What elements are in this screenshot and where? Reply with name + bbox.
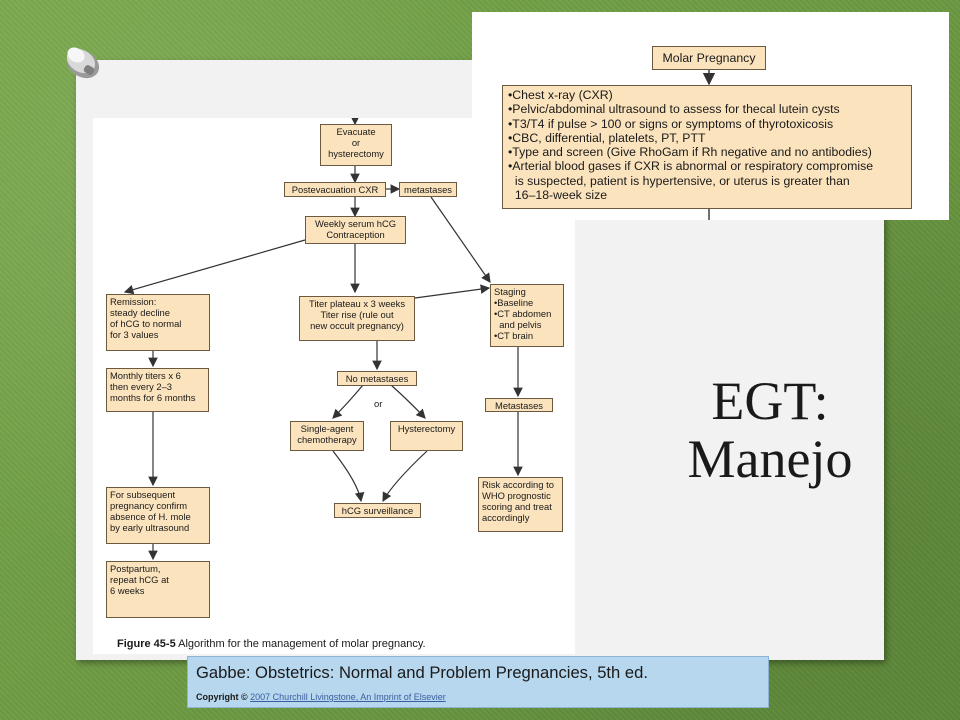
figure-label: Figure 45-5 (117, 638, 176, 650)
weekly-hcg-box: Weekly serum hCG Contraception (305, 216, 406, 244)
risk-who-box: Risk according to WHO prognostic scoring… (478, 477, 563, 532)
slide-title: EGT: Manejo (660, 372, 880, 488)
monthly-titers-box: Monthly titers x 6 then every 2–3 months… (106, 368, 209, 412)
staging-box: Staging •Baseline •CT abdomen and pelvis… (490, 284, 564, 347)
citation-title: Gabbe: Obstetrics: Normal and Problem Pr… (196, 663, 648, 682)
copyright-label: Copyright © (196, 692, 248, 702)
inset-connectors (702, 70, 716, 220)
figure-caption-text: Algorithm for the management of molar pr… (178, 638, 426, 650)
hcg-surveillance-box: hCG surveillance (334, 503, 421, 518)
citation-copyright: Copyright © 2007 Churchill Livingstone, … (196, 692, 446, 702)
metastases-top-box: metastases (399, 182, 457, 197)
remission-box: Remission: steady decline of hCG to norm… (106, 294, 210, 351)
evacuate-box: Evacuate or hysterectomy (320, 124, 392, 166)
pushpin-icon (66, 47, 100, 79)
postpartum-box: Postpartum, repeat hCG at 6 weeks (106, 561, 210, 618)
flowchart-connectors (123, 118, 523, 561)
or-label: or (374, 398, 383, 409)
titer-plateau-box: Titer plateau x 3 weeks Titer rise (rule… (299, 296, 415, 341)
initial-workup-box: •Chest x-ray (CXR) •Pelvic/abdominal ult… (502, 85, 912, 209)
molar-pregnancy-workup-inset: Molar Pregnancy •Chest x-ray (CXR) •Pelv… (472, 12, 949, 220)
metastases-mid-box: Metastases (485, 398, 553, 412)
copyright-link[interactable]: 2007 Churchill Livingstone, An Imprint o… (250, 692, 446, 702)
slide-title-line2: Manejo (687, 429, 853, 489)
citation-banner: Gabbe: Obstetrics: Normal and Problem Pr… (187, 656, 769, 708)
no-metastases-box: No metastases (337, 371, 417, 386)
single-agent-box: Single-agent chemotherapy (290, 421, 364, 451)
slide-title-line1: EGT: (711, 371, 829, 431)
subsequent-pregnancy-box: For subsequent pregnancy confirm absence… (106, 487, 210, 544)
hysterectomy-box: Hysterectomy (390, 421, 463, 451)
molar-pregnancy-box: Molar Pregnancy (652, 46, 766, 70)
figure-caption: Figure 45-5 Algorithm for the management… (117, 638, 426, 650)
postevacuation-cxr-box: Postevacuation CXR (284, 182, 386, 197)
